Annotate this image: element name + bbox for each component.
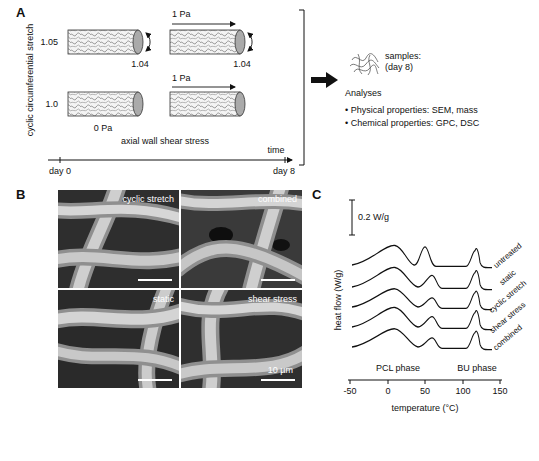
panel-label: combined xyxy=(258,195,297,204)
figure-label: temperature (°C) xyxy=(391,404,458,413)
figure-label: untreated xyxy=(492,242,523,270)
sem-panel: shear stress 10 µm xyxy=(181,290,302,388)
sem-image xyxy=(181,190,302,288)
figure-label: 0 Pa xyxy=(94,124,113,133)
figure-label: 1.04 xyxy=(233,60,251,69)
figure-label: Analyses xyxy=(345,89,382,98)
flow-arrow xyxy=(311,72,338,88)
figure-label: 0.2 W/g xyxy=(358,213,389,222)
figure-label: 1 Pa xyxy=(172,74,191,83)
sample-icon xyxy=(350,54,379,75)
stretch-arrow xyxy=(146,33,252,51)
panel-label: shear stress xyxy=(248,295,297,304)
figure-label: 1 Pa xyxy=(172,10,191,19)
panel-letter: A xyxy=(16,6,25,19)
figure-label: 1.04 xyxy=(131,60,149,69)
figure-label: 150 xyxy=(492,387,507,396)
bracket xyxy=(299,10,304,165)
figure-label: • Chemical properties: GPC, DSC xyxy=(345,119,479,128)
figure-label: BU phase xyxy=(457,364,497,373)
figure-label: (day 8) xyxy=(385,63,413,72)
figure-label: day 8 xyxy=(273,167,295,176)
panel-letter: B xyxy=(16,188,25,201)
figure-label: samples: xyxy=(385,52,421,61)
time-axis xyxy=(48,157,292,163)
figure-label: 100 xyxy=(455,387,470,396)
figure-label: 50 xyxy=(420,387,430,396)
sem-image xyxy=(58,290,179,388)
tube xyxy=(68,30,245,116)
sem-panel: cyclic stretch xyxy=(58,190,179,288)
dsc-curve xyxy=(352,245,492,349)
panel-label: cyclic stretch xyxy=(122,195,174,204)
sem-panel: combined xyxy=(181,190,302,288)
sem-image xyxy=(58,190,179,288)
scale-bar xyxy=(349,200,355,235)
x-axis xyxy=(348,380,502,384)
scale-label: 10 µm xyxy=(268,366,293,375)
figure-label: 1.05 xyxy=(40,38,58,47)
figure-label: • Physical properties: SEM, mass xyxy=(345,106,478,115)
figure-label: axial wall shear stress xyxy=(121,137,209,146)
panel-label: static xyxy=(153,295,174,304)
shear-arrow xyxy=(172,24,235,87)
figure-label: day 0 xyxy=(49,167,71,176)
figure-label: time xyxy=(267,146,284,155)
figure-label: 0 xyxy=(385,387,390,396)
figure-label: 1.0 xyxy=(45,100,58,109)
figure-label: heat flow (W/g) xyxy=(334,270,343,331)
figure-label: cyclic circumferential stretch xyxy=(26,24,35,137)
sem-panel: static xyxy=(58,290,179,388)
sem-image xyxy=(181,290,302,388)
figure-label: -50 xyxy=(343,387,356,396)
panel-letter: C xyxy=(312,188,321,201)
figure-label: PCL phase xyxy=(376,364,420,373)
